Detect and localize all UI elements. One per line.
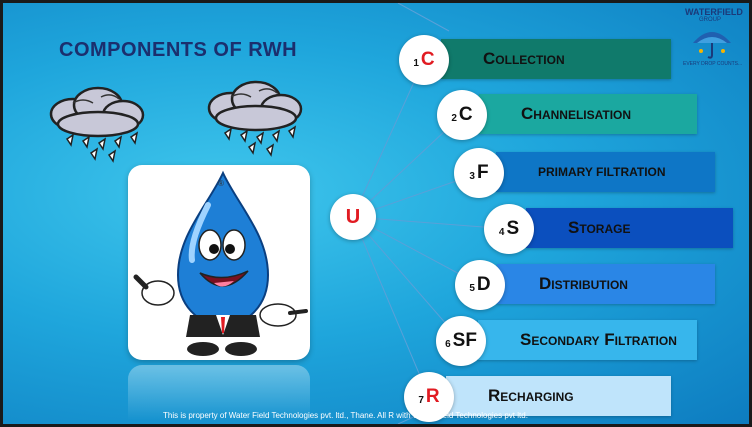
- component-bar: Storage: [526, 208, 733, 248]
- logo-text: WATERFIELD: [685, 7, 743, 17]
- slide: COMPONENTS OF RWH: [3, 3, 749, 424]
- component-name: Storage: [568, 218, 631, 237]
- component-number: 1: [413, 57, 419, 69]
- waterfield-logo: WATERFIELD GROUP EVERY DROP COUNTS...: [675, 5, 749, 71]
- component-number: 7: [418, 394, 424, 406]
- decor-line: [397, 3, 450, 32]
- hub-circle: U: [330, 194, 376, 240]
- component-letter: S: [506, 218, 520, 239]
- component-number: 6: [445, 338, 451, 350]
- connector-line: [352, 59, 425, 218]
- component-number: 4: [498, 226, 505, 238]
- logo-tagline: EVERY DROP COUNTS...: [683, 61, 743, 67]
- component-number: 3: [469, 170, 475, 182]
- component-letter: D: [476, 274, 491, 295]
- mascot-reflection: [128, 365, 310, 420]
- component-number: 5: [469, 282, 475, 294]
- component-letter: SF: [452, 330, 477, 351]
- component-name: Recharging: [488, 386, 574, 405]
- mascot-card: ®: [128, 165, 310, 360]
- water-drop-mascot-icon: [133, 170, 308, 356]
- slide-title: COMPONENTS OF RWH: [59, 39, 298, 61]
- component-name: Channelisation: [521, 104, 632, 123]
- component-bar: Recharging: [446, 376, 671, 416]
- component-bar: PRIMARY FILTRATION: [496, 152, 715, 192]
- component-letter: C: [420, 49, 435, 70]
- registered-mark: ®: [218, 179, 224, 188]
- component-name: PRIMARY FILTRATION: [538, 165, 666, 179]
- footer-disclaimer: This is property of Water Field Technolo…: [163, 411, 528, 420]
- logo-subtext: GROUP: [699, 17, 722, 23]
- umbrella-icon: [693, 32, 731, 59]
- component-letter: R: [425, 386, 440, 407]
- component-bar: Collection: [441, 39, 671, 79]
- component-number: 2: [451, 112, 457, 124]
- component-bar: Secondary Filtration: [478, 320, 697, 360]
- component-name: Collection: [483, 49, 565, 68]
- component-name: Distribution: [539, 274, 628, 293]
- component-name: Secondary Filtration: [520, 330, 677, 349]
- rain-cloud-icon: [207, 80, 303, 157]
- component-letter: F: [476, 162, 489, 183]
- component-bar: Distribution: [497, 264, 715, 304]
- component-bar: Channelisation: [479, 94, 697, 134]
- connector-line: [352, 216, 430, 398]
- rain-cloud-icon: [49, 86, 145, 163]
- component-letter: C: [458, 104, 473, 125]
- hub-letter: U: [345, 205, 361, 228]
